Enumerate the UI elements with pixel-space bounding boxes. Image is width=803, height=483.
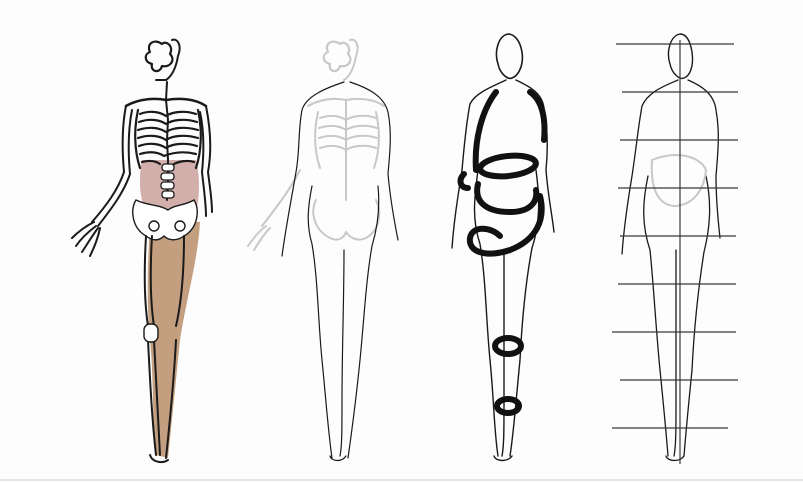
figure-skeleton — [72, 40, 212, 462]
volume-rings — [461, 92, 545, 413]
figure-volume-rings — [452, 34, 554, 461]
body-outline-4 — [622, 80, 720, 461]
kneecap — [144, 324, 158, 342]
figure-proportion-guides — [612, 34, 738, 464]
body-outline-2 — [282, 82, 398, 461]
figure-faint-skeleton — [248, 40, 398, 461]
center-line — [652, 155, 706, 206]
horizontal-guides — [612, 44, 738, 428]
body-outline-3 — [452, 80, 554, 461]
skull — [146, 42, 173, 72]
